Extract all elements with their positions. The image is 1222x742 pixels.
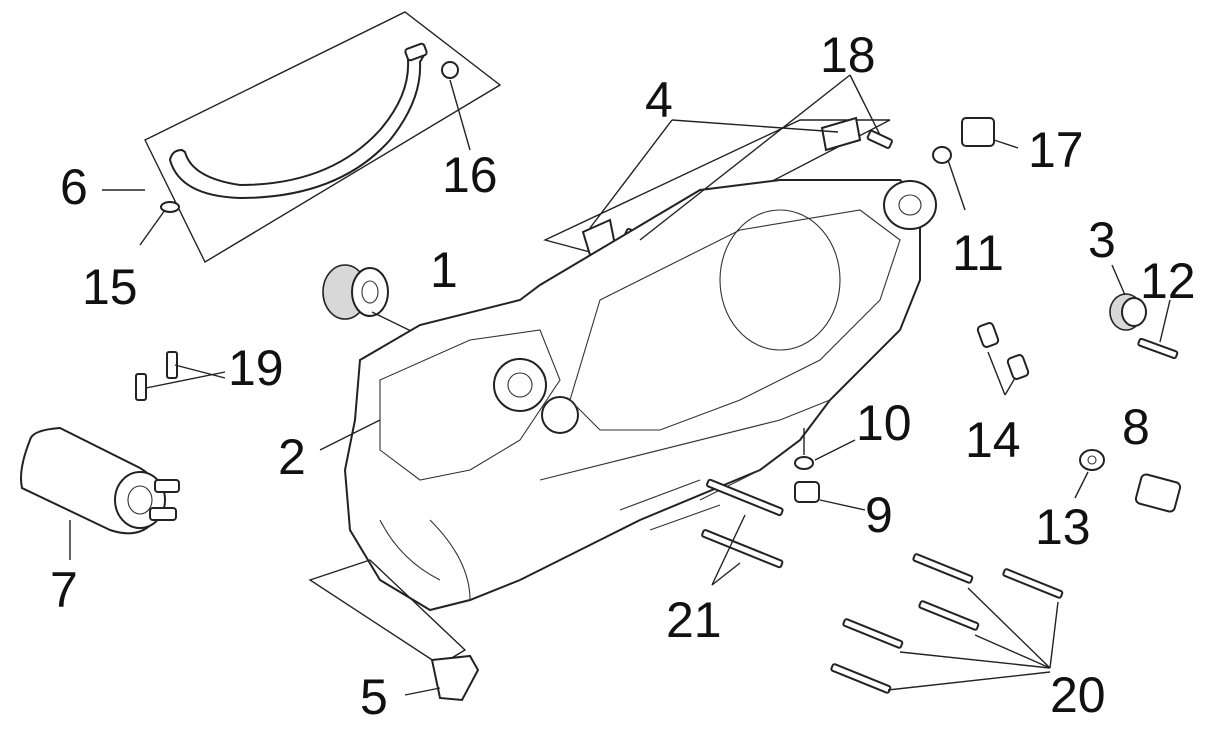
- callout-18: 18: [820, 27, 876, 83]
- bolts-part-21: [701, 478, 784, 586]
- callout-10: 10: [856, 395, 912, 451]
- callout-2: 2: [278, 429, 306, 485]
- callout-1: 1: [430, 242, 458, 298]
- leader-lines: [102, 74, 881, 451]
- callout-19: 19: [228, 340, 284, 396]
- callout-17: 17: [1028, 122, 1084, 178]
- callout-15: 15: [82, 259, 138, 315]
- bolts-part-19: [135, 351, 226, 401]
- callout-8: 8: [1122, 399, 1150, 455]
- drain-bolt-part-9: [794, 428, 866, 511]
- callout-5: 5: [360, 669, 388, 725]
- bolts-part-20: [830, 553, 1064, 694]
- callout-11: 11: [952, 225, 1004, 281]
- collar-part-3: [1109, 264, 1179, 360]
- callout-6: 6: [60, 159, 88, 215]
- callout-16: 16: [442, 147, 498, 203]
- plug-part-17: [932, 117, 1019, 211]
- bearing-part-1: [322, 264, 451, 351]
- clip-part-5: [308, 559, 480, 702]
- callout-21: 21: [666, 592, 722, 648]
- crankcase-part-2: [343, 179, 937, 612]
- callout-13: 13: [1035, 499, 1091, 555]
- starter-motor-part-7: [20, 426, 180, 560]
- callout-12: 12: [1140, 253, 1196, 309]
- dowels-part-14: [976, 322, 1030, 396]
- callout-4: 4: [645, 72, 673, 128]
- callout-3: 3: [1088, 212, 1116, 268]
- washer-part-13: [1074, 449, 1182, 513]
- callout-9: 9: [865, 487, 893, 543]
- callout-7: 7: [50, 562, 78, 618]
- hose-assembly-part-6: [144, 11, 502, 263]
- callout-20: 20: [1050, 667, 1106, 723]
- callout-14: 14: [965, 412, 1021, 468]
